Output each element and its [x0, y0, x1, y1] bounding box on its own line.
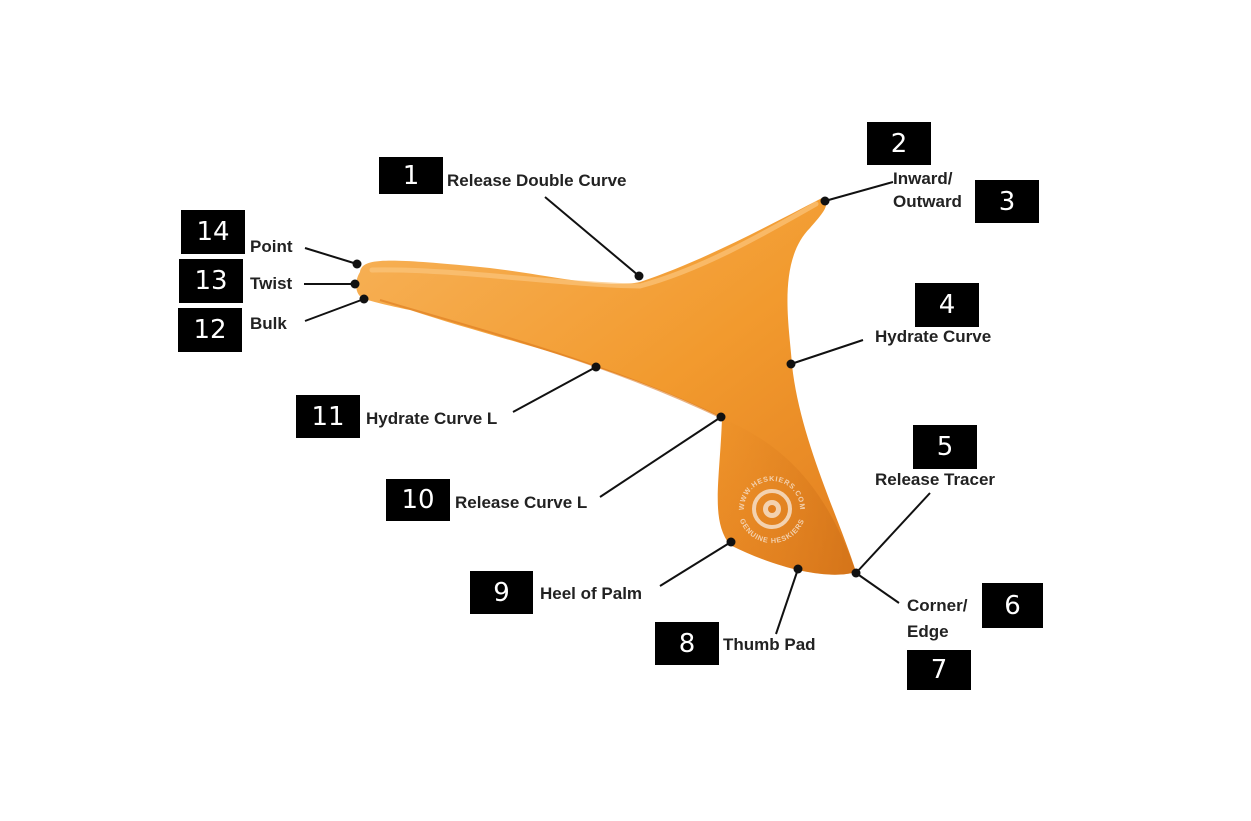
label-point: Point — [250, 237, 293, 256]
label-twist: Twist — [250, 274, 293, 293]
leader-hydrate-curve — [790, 339, 864, 365]
label-release-tracer: Release Tracer — [875, 470, 996, 489]
label-edge: Edge — [907, 622, 949, 641]
badge-12: 12 — [178, 308, 242, 352]
dot-hydrate-curve — [786, 359, 796, 369]
leader-release-curve-l — [599, 416, 722, 498]
leader-release-tracer — [855, 492, 931, 574]
badge-11: 11 — [296, 395, 360, 438]
label-bulk: Bulk — [250, 314, 287, 333]
label-inward: Inward/ — [893, 169, 953, 188]
dot-heel-of-palm — [726, 537, 736, 547]
dot-twist — [350, 279, 360, 289]
dot-thumb-pad — [793, 564, 803, 574]
badge-6: 6 — [982, 583, 1043, 628]
leader-point — [304, 247, 358, 265]
label-release-double-curve: Release Double Curve — [447, 171, 627, 190]
badge-9: 9 — [470, 571, 533, 614]
tool-highlight — [369, 201, 819, 289]
label-hydrate-curve: Hydrate Curve — [875, 327, 992, 346]
leader-thumb-pad — [775, 568, 799, 635]
leader-lines — [304, 181, 931, 635]
leader-inward-outward — [824, 181, 894, 202]
badge-2: 2 — [867, 122, 931, 165]
dot-hydrate-curve-l — [591, 362, 601, 372]
leader-hydrate-curve-l — [512, 366, 597, 413]
badge-10: 10 — [386, 479, 450, 521]
leader-corner-edge — [855, 572, 900, 604]
badge-4: 4 — [915, 283, 979, 327]
leader-heel-of-palm — [659, 541, 732, 587]
badge-1: 1 — [379, 157, 443, 194]
label-heel-of-palm: Heel of Palm — [540, 584, 643, 603]
dot-release-curve-l — [716, 412, 726, 422]
label-thumb-pad: Thumb Pad — [723, 635, 816, 654]
leader-release-double-curve — [544, 196, 640, 277]
dot-inward-outward — [820, 196, 830, 206]
label-outward: Outward — [893, 192, 962, 211]
label-release-curve-l: Release Curve L — [455, 493, 588, 512]
label-hydrate-curve-l: Hydrate Curve L — [366, 409, 498, 428]
dot-point — [352, 259, 362, 269]
badge-8: 8 — [655, 622, 719, 665]
tool-edge-crease — [379, 299, 723, 419]
badge-14: 14 — [181, 210, 245, 254]
dot-bulk — [359, 294, 369, 304]
badge-7: 7 — [907, 650, 971, 690]
label-corner: Corner/ — [907, 596, 968, 615]
badge-3: 3 — [975, 180, 1039, 223]
dot-release-double-curve — [634, 271, 644, 281]
badge-5: 5 — [913, 425, 977, 469]
leader-bulk — [304, 298, 365, 322]
anchor-dots — [350, 196, 861, 578]
badge-13: 13 — [179, 259, 243, 303]
dot-release-tracer — [851, 568, 861, 578]
